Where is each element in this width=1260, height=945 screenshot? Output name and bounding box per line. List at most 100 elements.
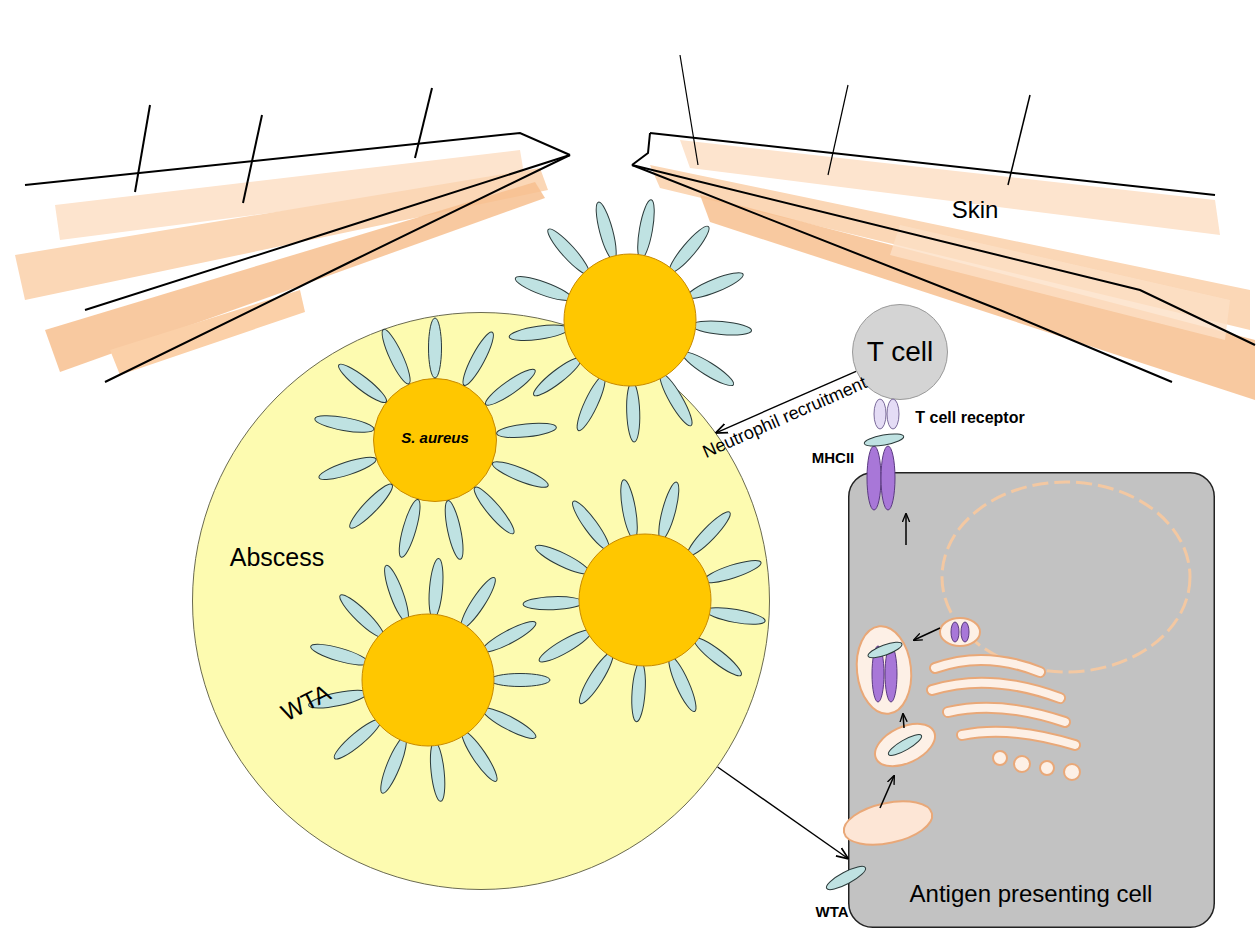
wta-spike bbox=[335, 360, 390, 407]
wta-spike bbox=[428, 741, 447, 802]
wta-spike bbox=[568, 497, 614, 553]
wta-spike bbox=[429, 318, 442, 378]
wta-spike bbox=[702, 556, 763, 587]
wta-spike bbox=[530, 353, 585, 400]
endosome bbox=[868, 715, 941, 775]
skin-right-flap bbox=[632, 55, 1255, 400]
wta-spike bbox=[532, 541, 592, 579]
apc-interior bbox=[840, 482, 1190, 852]
wta-spike bbox=[592, 200, 620, 261]
wta-spike bbox=[626, 382, 641, 442]
golgi bbox=[932, 660, 1075, 745]
bacterium bbox=[523, 479, 766, 722]
golgi-vesicle bbox=[1064, 764, 1080, 780]
bacterium-circle: S. aureus bbox=[373, 378, 497, 502]
golgi-vesicle bbox=[1040, 761, 1054, 775]
wta-molecule bbox=[886, 731, 924, 759]
golgi-cisterna-outline bbox=[948, 708, 1065, 722]
node-label: T cell bbox=[867, 337, 933, 368]
tcr-chain bbox=[874, 399, 886, 429]
antigen-label: WTA bbox=[277, 680, 335, 727]
mhcii-chain bbox=[881, 446, 895, 510]
flow-arrow bbox=[718, 767, 848, 859]
skin-edge bbox=[650, 133, 1215, 195]
loading-compartment bbox=[853, 623, 916, 716]
wta-spike bbox=[330, 715, 384, 764]
skin-edge bbox=[632, 165, 1172, 382]
golgi-cisterna-outline bbox=[935, 660, 1040, 672]
nucleus bbox=[942, 482, 1190, 672]
hair bbox=[828, 85, 848, 175]
mhcii-chain bbox=[867, 446, 881, 510]
bacterium bbox=[307, 558, 550, 802]
wta-spike bbox=[536, 625, 594, 666]
wta-spike bbox=[317, 453, 378, 484]
wta-molecule bbox=[824, 862, 868, 893]
mhcii-chain bbox=[961, 622, 969, 642]
wta-spike bbox=[513, 272, 574, 305]
wta-spike bbox=[634, 199, 657, 260]
wta-spike bbox=[691, 319, 752, 337]
node-shape bbox=[374, 379, 497, 502]
wta-spike bbox=[685, 268, 746, 303]
hair bbox=[243, 115, 262, 203]
skin-edge bbox=[632, 133, 650, 165]
wta-spike bbox=[705, 604, 766, 627]
wta-spike bbox=[346, 480, 397, 532]
wta-spike bbox=[457, 728, 501, 785]
mhc-vesicle bbox=[940, 618, 980, 646]
node-label: Skin bbox=[952, 197, 999, 223]
hair bbox=[415, 88, 432, 158]
wta-spike bbox=[442, 499, 467, 560]
skin-edge bbox=[25, 133, 570, 185]
skin-edge bbox=[85, 155, 570, 310]
wta-molecule bbox=[866, 639, 903, 661]
wta-spike bbox=[523, 596, 583, 611]
bacterium-body bbox=[564, 254, 696, 386]
golgi-vesicle bbox=[1014, 756, 1030, 772]
golgi-cisterna bbox=[948, 708, 1065, 722]
wta-spike bbox=[575, 649, 618, 707]
wta-spike bbox=[380, 563, 413, 624]
wta-spike bbox=[490, 674, 550, 687]
skin-edge bbox=[632, 165, 1255, 345]
tcr-chain bbox=[887, 399, 899, 429]
wta-spike bbox=[456, 574, 500, 631]
golgi-vesicle bbox=[993, 751, 1007, 765]
node-label: S. aureus bbox=[401, 430, 469, 447]
endocytic-vesicle bbox=[840, 794, 936, 852]
wta-molecule bbox=[863, 432, 904, 449]
wta-spike bbox=[480, 617, 539, 657]
wta-spike bbox=[458, 329, 498, 388]
process-arrow bbox=[914, 628, 940, 640]
golgi-cisterna-outline bbox=[932, 683, 1060, 698]
skin-label-area: Skin bbox=[930, 188, 1020, 232]
wta-spike bbox=[314, 412, 375, 435]
hair bbox=[135, 105, 150, 192]
node-label: Antigen presenting cell bbox=[910, 881, 1153, 907]
wta-spike bbox=[376, 735, 411, 796]
wta-spike bbox=[508, 322, 569, 343]
wta-spike bbox=[617, 479, 640, 540]
node-shape bbox=[849, 473, 1215, 928]
bacterium bbox=[508, 199, 752, 442]
wta-spike bbox=[309, 640, 370, 669]
wta-spike bbox=[470, 483, 519, 537]
bacterium-spikes bbox=[314, 318, 557, 561]
hair bbox=[1008, 95, 1030, 185]
wta-spike bbox=[395, 498, 424, 559]
process-arrow bbox=[903, 714, 904, 728]
wta-spike bbox=[480, 703, 539, 743]
golgi-cisterna bbox=[932, 683, 1060, 698]
wta-spike bbox=[664, 654, 700, 714]
wta-spike bbox=[690, 633, 745, 680]
antigen-label: WTA bbox=[815, 904, 848, 921]
antigen-presentation bbox=[824, 399, 905, 894]
golgi-cisterna bbox=[962, 732, 1075, 745]
skin-layer bbox=[890, 225, 1230, 340]
molecule-label: MHCII bbox=[812, 450, 855, 467]
